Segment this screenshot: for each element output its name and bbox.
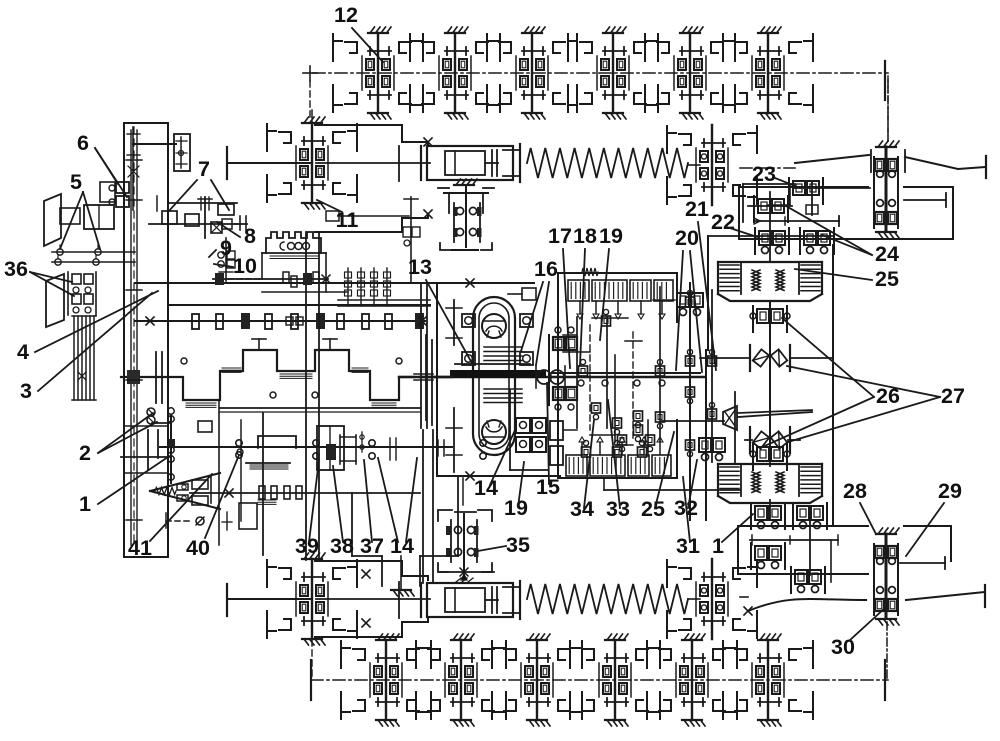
svg-text:33: 33 xyxy=(606,497,630,521)
svg-text:8: 8 xyxy=(244,224,256,248)
svg-text:21: 21 xyxy=(685,197,709,221)
svg-text:17: 17 xyxy=(548,224,572,248)
svg-text:13: 13 xyxy=(408,255,432,279)
svg-text:40: 40 xyxy=(186,536,210,560)
svg-text:29: 29 xyxy=(938,479,962,503)
svg-text:11: 11 xyxy=(336,208,359,232)
svg-text:35: 35 xyxy=(506,533,530,557)
svg-text:9: 9 xyxy=(220,236,232,260)
svg-text:12: 12 xyxy=(334,3,358,27)
svg-text:19: 19 xyxy=(504,496,528,520)
svg-text:5: 5 xyxy=(70,170,82,194)
svg-text:34: 34 xyxy=(570,497,594,521)
svg-text:39: 39 xyxy=(295,534,319,558)
svg-text:22: 22 xyxy=(711,210,735,234)
svg-text:14: 14 xyxy=(474,476,498,500)
svg-text:19: 19 xyxy=(599,224,623,248)
svg-text:6: 6 xyxy=(77,131,89,155)
svg-text:31: 31 xyxy=(676,534,700,558)
svg-text:1: 1 xyxy=(79,492,91,516)
svg-text:23: 23 xyxy=(752,162,776,186)
svg-text:14: 14 xyxy=(390,534,414,558)
svg-text:2: 2 xyxy=(79,441,91,465)
svg-text:25: 25 xyxy=(641,497,665,521)
svg-text:1: 1 xyxy=(712,534,724,558)
svg-text:24: 24 xyxy=(875,242,899,266)
svg-text:26: 26 xyxy=(876,384,900,408)
svg-text:41: 41 xyxy=(128,536,152,560)
svg-text:30: 30 xyxy=(831,635,855,659)
svg-text:10: 10 xyxy=(233,254,257,278)
svg-text:28: 28 xyxy=(843,479,867,503)
svg-text:25: 25 xyxy=(875,267,899,291)
svg-text:36: 36 xyxy=(4,257,28,281)
svg-text:27: 27 xyxy=(941,384,965,408)
svg-text:15: 15 xyxy=(536,475,560,499)
svg-text:38: 38 xyxy=(330,534,354,558)
svg-text:18: 18 xyxy=(573,224,597,248)
svg-text:7: 7 xyxy=(198,157,210,181)
svg-text:4: 4 xyxy=(17,340,29,364)
svg-text:3: 3 xyxy=(20,379,32,403)
svg-text:20: 20 xyxy=(675,226,699,250)
svg-text:16: 16 xyxy=(534,257,558,281)
svg-text:37: 37 xyxy=(360,534,384,558)
